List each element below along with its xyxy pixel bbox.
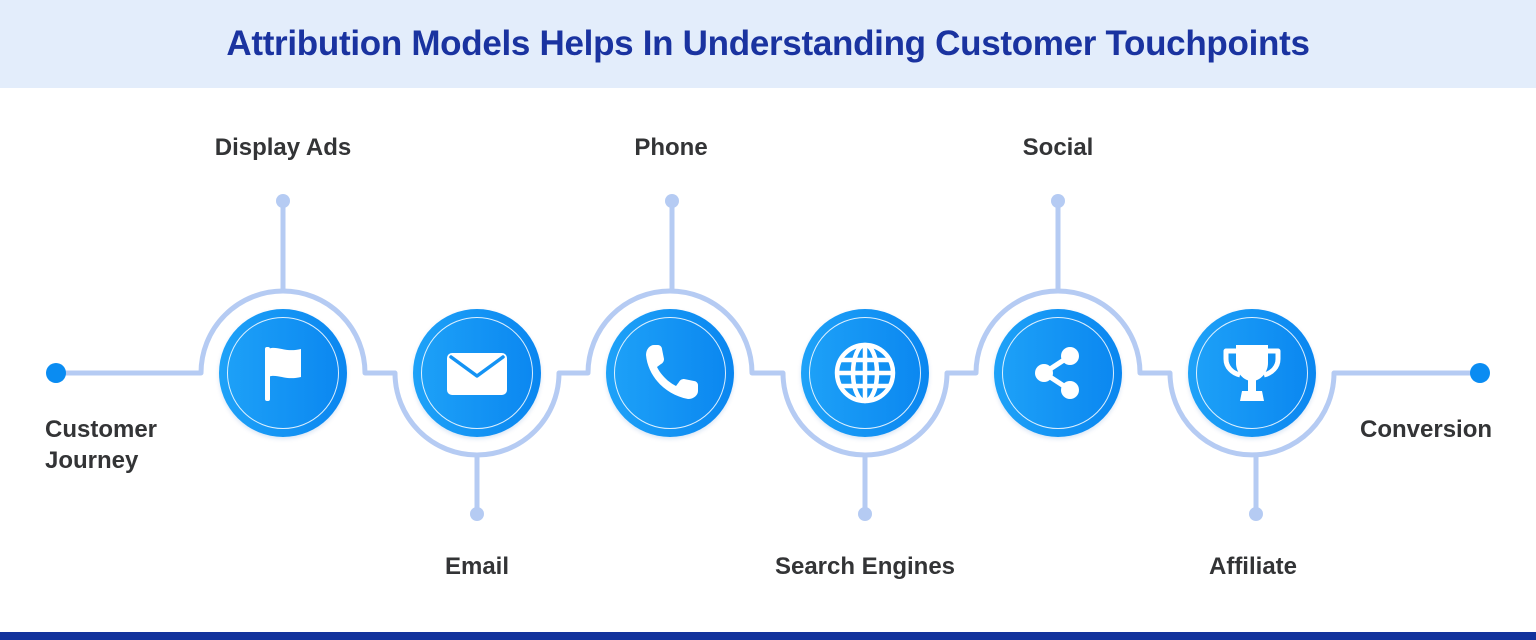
node-email[interactable] (413, 309, 541, 437)
journey-path (56, 288, 1480, 458)
share-icon (1035, 347, 1079, 399)
node-phone[interactable] (606, 309, 734, 437)
start-label: Customer Journey (45, 416, 158, 474)
label-display-ads: Display Ads (214, 134, 352, 161)
node-search-engines[interactable] (801, 309, 929, 437)
node-display-ads[interactable] (219, 309, 347, 437)
stem-dot-display-ads (276, 194, 290, 208)
end-dot (1470, 363, 1490, 383)
flag-icon (265, 347, 301, 401)
stem-dot-affiliate (1249, 507, 1263, 521)
globe-icon (834, 342, 896, 404)
page-title: Attribution Models Helps In Understandin… (226, 24, 1310, 63)
stem-dot-phone (665, 194, 679, 208)
stem-dot-social (1051, 194, 1065, 208)
stem-dot-search-engines (858, 507, 872, 521)
trophy-icon (1223, 345, 1281, 401)
label-social: Social (1022, 134, 1094, 161)
label-affiliate: Affiliate (1208, 553, 1298, 580)
envelope-icon (447, 353, 507, 395)
node-social[interactable] (994, 309, 1122, 437)
stem-dot-email (470, 507, 484, 521)
label-phone: Phone (634, 134, 708, 161)
label-email: Email (444, 553, 510, 580)
footer-bar (0, 632, 1536, 640)
header-banner: Attribution Models Helps In Understandin… (0, 0, 1536, 88)
start-dot (46, 363, 66, 383)
label-search-engines: Search Engines (774, 553, 956, 580)
end-label: Conversion (1360, 416, 1493, 443)
node-affiliate[interactable] (1188, 309, 1316, 437)
phone-icon (646, 345, 698, 399)
